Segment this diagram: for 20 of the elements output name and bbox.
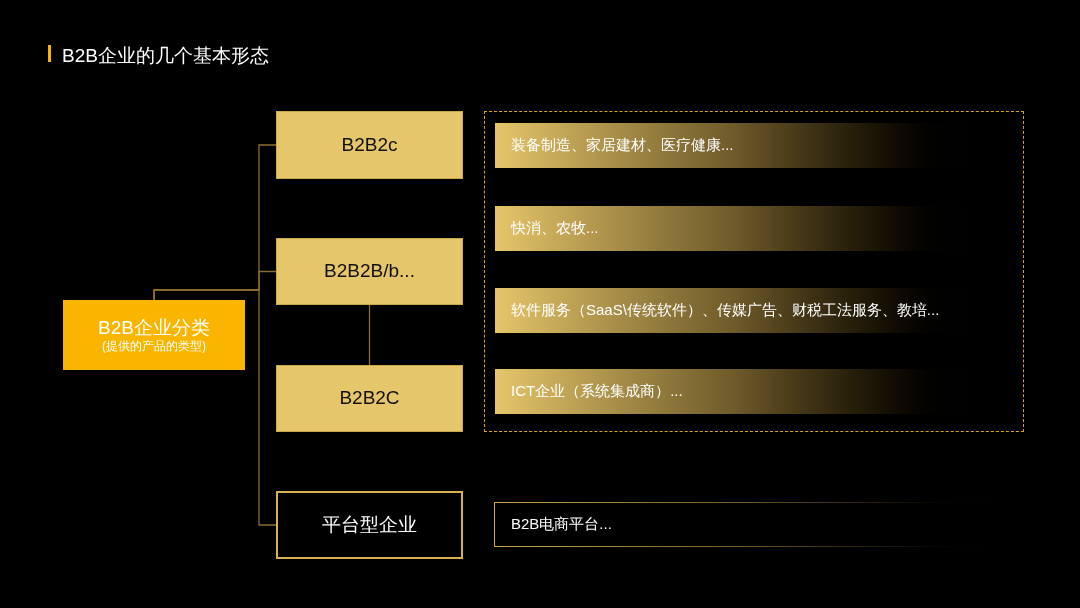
connector-line [153,289,277,526]
type-box [276,491,463,559]
box-label: B2B2B/b... [324,259,415,284]
bar-text: 软件服务（SaaS\传统软件）、传媒广告、财税工法服务、教培... [511,300,940,321]
type-box [276,365,463,432]
type-box [276,111,463,179]
dashed-group-frame [484,111,1024,432]
slide-title: B2B企业的几个基本形态 [62,44,269,68]
box-label: B2B2C [339,386,400,411]
category-box [63,300,245,370]
bar-text: 装备制造、家居建材、医疗健康... [511,135,734,156]
box-label: B2B2c [341,132,398,157]
box-title: B2B企业分类 [98,315,210,340]
box-label: 平台型企业 [322,512,417,537]
bar-text: ICT企业（系统集成商）... [511,381,683,402]
bar-text: 快消、农牧... [511,218,599,239]
bar-text: B2B电商平台... [511,514,612,535]
box-subtitle: (提供的产品的类型) [102,339,206,355]
type-box [276,238,463,305]
connector-line [368,304,371,366]
